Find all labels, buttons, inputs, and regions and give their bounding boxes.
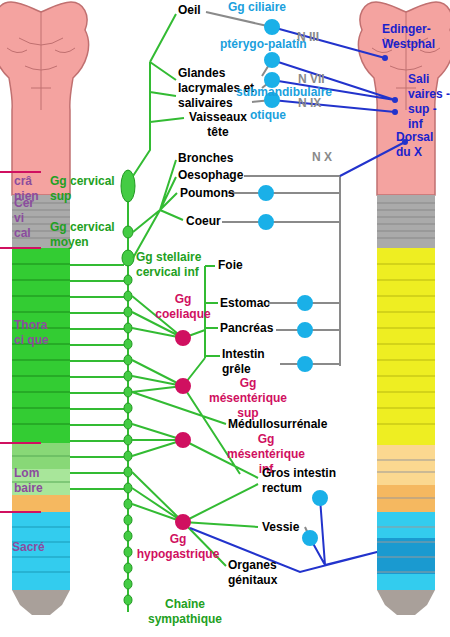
ganglion-label: submandibulaire xyxy=(236,85,346,100)
prevertebral-ganglia xyxy=(175,330,191,530)
organ-label: Gros intestin rectum xyxy=(262,466,352,496)
segment-lines xyxy=(377,264,435,424)
segment-lines xyxy=(377,460,435,572)
ganglion-label: Gg coeliaque xyxy=(148,292,218,322)
organ-label: Poumons xyxy=(180,186,260,201)
nerve-label: N X xyxy=(312,150,352,165)
organ-label: Organes génitaux xyxy=(228,558,298,588)
ganglion-label: Gg ciliaire xyxy=(228,0,318,15)
organ-label: Vessie xyxy=(262,520,322,535)
lumbar-segment xyxy=(12,495,70,512)
cervical-ganglion xyxy=(122,250,134,266)
organ-label: Intestin grêle xyxy=(222,347,282,377)
thoracic-segment xyxy=(377,248,435,445)
organ-label: Estomac xyxy=(220,296,290,311)
ganglion-label: Gg cervical sup xyxy=(50,174,126,204)
nerve-label: N III xyxy=(297,30,337,45)
segment-lines xyxy=(377,203,435,238)
region-label: Lom baire xyxy=(14,466,50,496)
organ-label: Foie xyxy=(218,258,278,273)
nucleus-label: Sali vaires - sup - inf xyxy=(408,72,450,132)
lumbar-segment xyxy=(377,445,435,485)
rami-communicantes xyxy=(70,265,124,489)
nerve-label: N VII xyxy=(298,72,338,87)
region-label: Thora ci que xyxy=(14,318,54,348)
organ-label: Pancréas xyxy=(220,321,290,336)
chain-label: Chaîne sympathique xyxy=(140,597,230,627)
conus-tip xyxy=(377,590,435,615)
ganglion-label: Gg cervical moyen xyxy=(50,220,126,250)
region-label: Sacré xyxy=(12,540,62,555)
region-label: Cer vi cal xyxy=(14,196,40,241)
nucleus-label: Dorsal du X xyxy=(396,130,450,160)
organ-label: Oesophage xyxy=(178,168,258,183)
brainstem-detail xyxy=(7,12,75,110)
nucleus-label: Edinger- Westphal xyxy=(382,22,450,52)
ganglion-label: Gg stellaire cervical inf xyxy=(136,250,221,280)
organ-label: Bronches xyxy=(178,151,258,166)
organ-label: Coeur xyxy=(186,214,246,229)
ganglion-label: Gg mésentérique sup xyxy=(200,376,296,421)
ganglion-label: Gg hypogastrique xyxy=(130,532,226,562)
organ-label: Vaisseaux tête xyxy=(178,110,258,140)
segment-lines xyxy=(12,264,70,424)
sacral-segment xyxy=(377,512,435,590)
cervical-ganglion xyxy=(123,226,133,238)
ganglion-label: otique xyxy=(250,108,310,123)
brainstem xyxy=(0,2,89,195)
sacral-segment xyxy=(377,538,435,574)
nerve-label: N IX xyxy=(298,96,338,111)
organ-label: Médullosurrénale xyxy=(228,417,348,432)
organ-label: Oeil xyxy=(178,3,218,18)
segment-lines xyxy=(12,527,70,572)
sacral-segment xyxy=(12,512,70,590)
cervical-segment xyxy=(377,195,435,248)
conus-tip xyxy=(12,590,70,615)
brainstem xyxy=(358,2,450,195)
thoracic-segment xyxy=(12,248,70,443)
chain-ganglia xyxy=(124,275,132,605)
